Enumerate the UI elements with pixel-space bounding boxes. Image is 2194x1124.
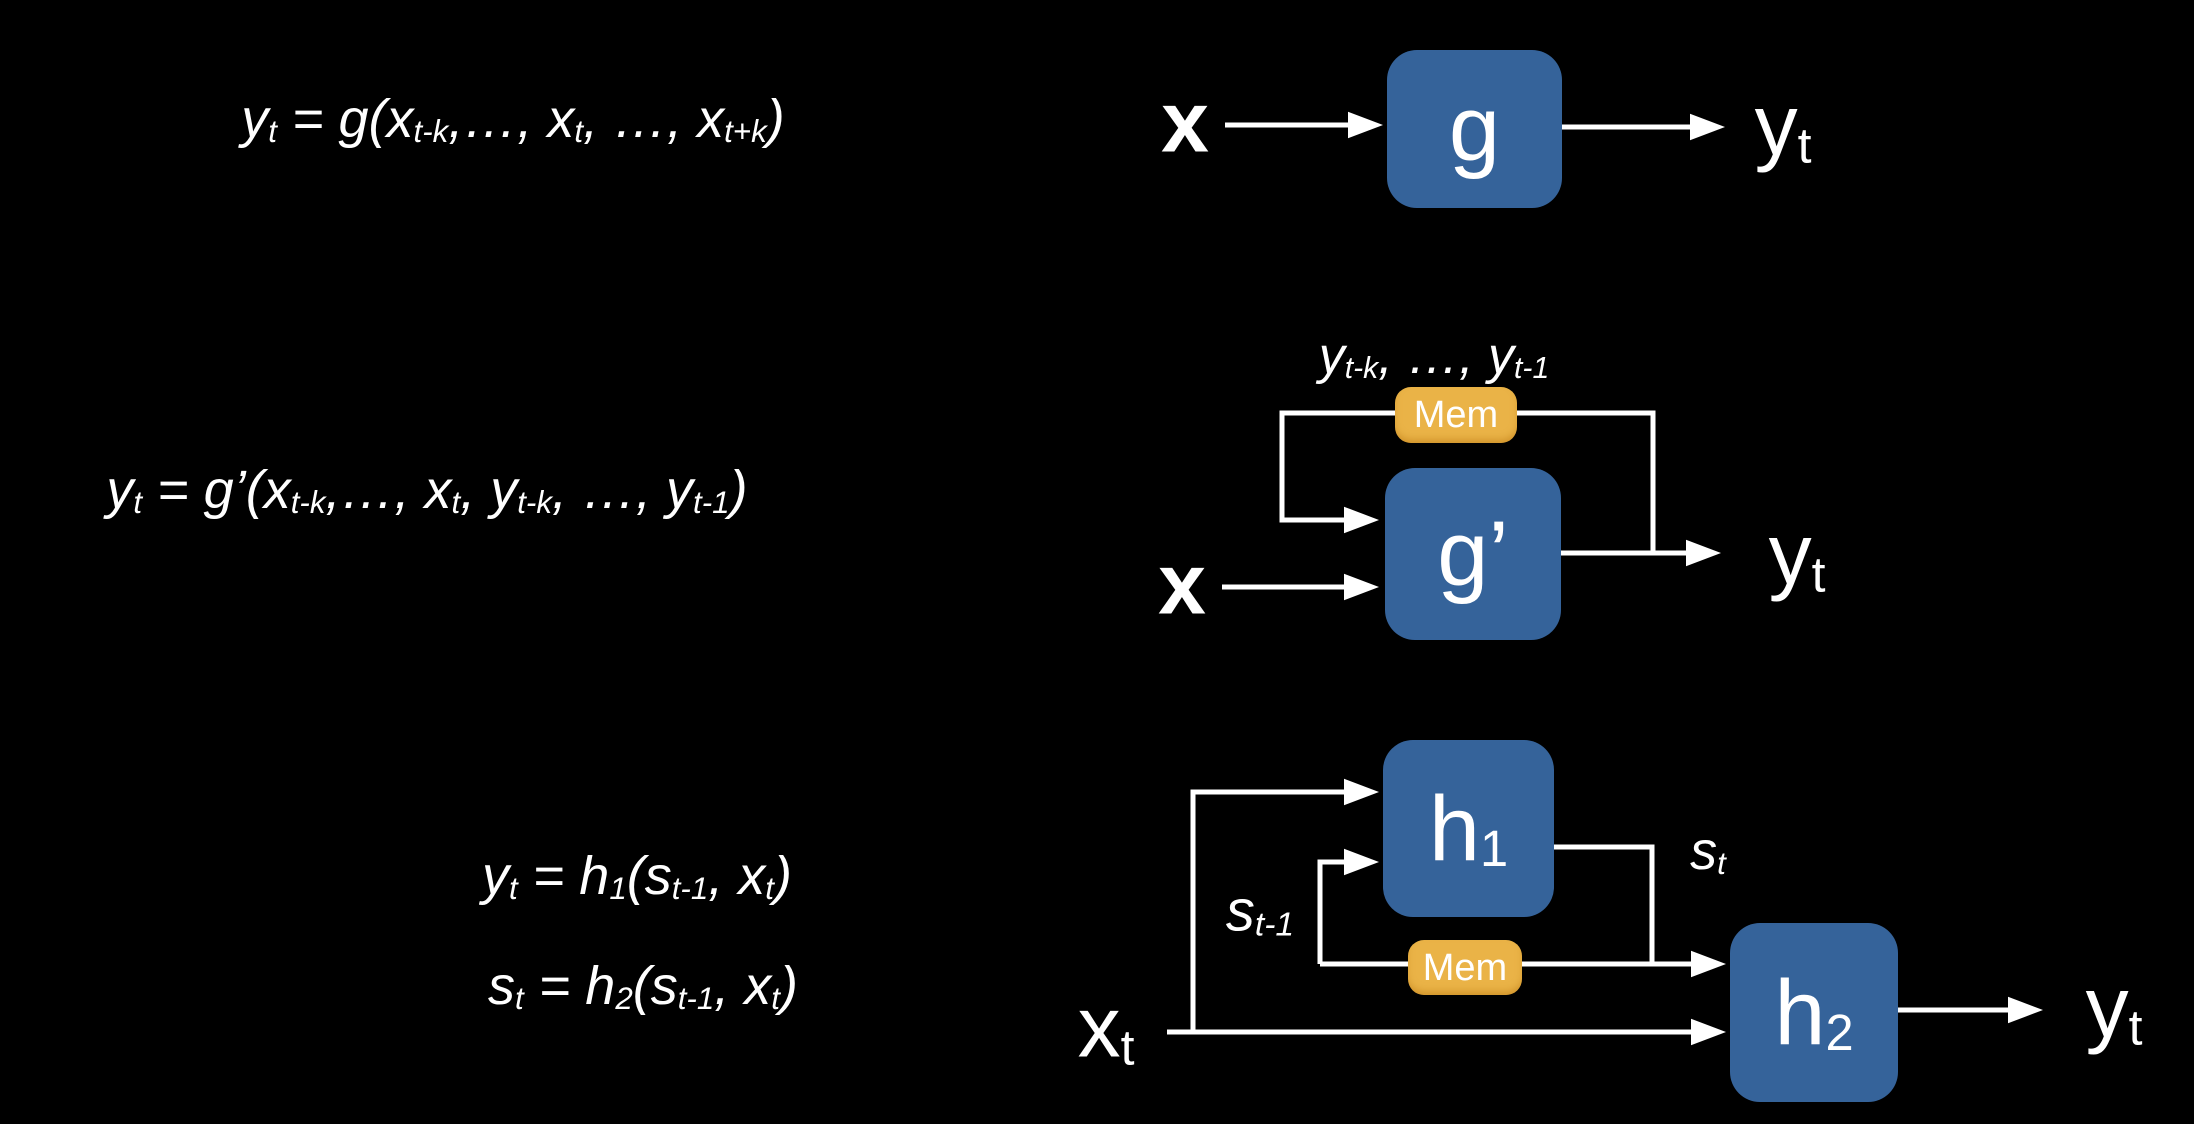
output-yt-label-bottom: yt	[2085, 959, 2143, 1056]
formula-window-model: yt = g(xt-k,…, xt, …, xt+k)	[241, 89, 785, 149]
mem-box-bottom: Mem	[1408, 940, 1522, 995]
formula-autoregressive-model: yt = g’(xt-k,…, xt, yt-k, …, yt-1)	[106, 460, 748, 520]
h2-box: h2	[1730, 923, 1898, 1102]
input-x-label-top: x	[1161, 74, 1209, 171]
state-st-label: st	[1690, 821, 1726, 881]
g-box: g	[1387, 50, 1562, 208]
mem-box-middle-label: Mem	[1413, 394, 1499, 436]
mem-inputs-label: yt-k, …, yt-1	[1318, 327, 1550, 385]
formula-rnn-state: st = h2(st-1, xt)	[488, 956, 798, 1016]
output-yt-label-top: yt	[1754, 77, 1812, 174]
input-xt-label: xt	[1077, 979, 1135, 1076]
feedback-loop-through-mem	[1279, 410, 1656, 553]
h2-box-label: h2	[1774, 961, 1854, 1064]
arrow-stprev-to-h1	[1317, 848, 1379, 964]
formula-rnn-output: yt = h1(st-1, xt)	[482, 846, 792, 906]
g-prime-box: g’	[1385, 468, 1561, 640]
mem-box-middle: Mem	[1395, 387, 1517, 443]
state-st-prev-label: st-1	[1225, 878, 1295, 944]
input-x-label-middle: x	[1158, 536, 1206, 633]
g-prime-box-label: g’	[1437, 503, 1509, 605]
line-h1-output-st	[1553, 844, 1655, 966]
output-yt-label-middle: yt	[1768, 506, 1826, 603]
h1-box-label: h1	[1428, 777, 1509, 880]
branch-xt-to-h1	[1190, 778, 1379, 1032]
mem-box-bottom-label: Mem	[1422, 946, 1508, 989]
g-box-label: g	[1448, 78, 1501, 180]
h1-box: h1	[1383, 740, 1554, 917]
